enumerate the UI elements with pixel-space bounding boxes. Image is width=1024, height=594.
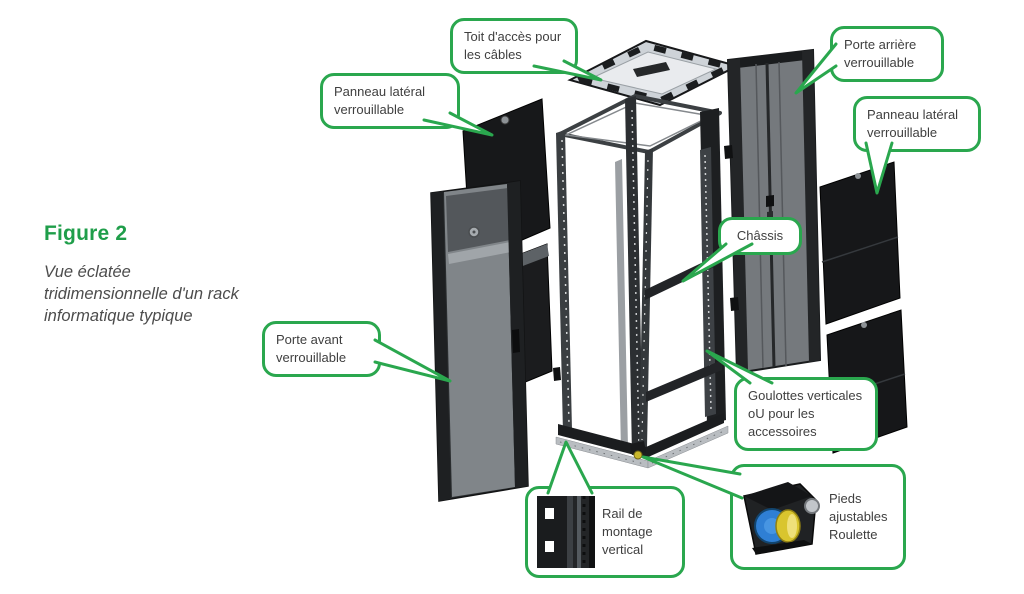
callout-side-panel-right: Panneau latéral verrouillable xyxy=(853,96,981,152)
side-panel-right-upper xyxy=(819,161,901,325)
callout-roof-access-label: Toit d'accès pour les câbles xyxy=(464,29,562,62)
callout-feet-caster: Pieds ajustables Roulette xyxy=(730,464,906,570)
callout-front-door-label: Porte avant verrouillable xyxy=(276,332,347,365)
callout-raceways: Goulottes verticales oU pour les accesso… xyxy=(734,377,878,451)
callout-roof-access: Toit d'accès pour les câbles xyxy=(450,18,578,74)
callout-mounting-rail-label: Rail de montage vertical xyxy=(602,506,653,557)
figure-title: Figure 2 xyxy=(44,222,128,245)
callout-front-door: Porte avant verrouillable xyxy=(262,321,381,377)
callout-chassis: Châssis xyxy=(718,217,802,255)
front-door-panel xyxy=(430,180,529,502)
callout-side-panel-left-label: Panneau latéral verrouillable xyxy=(334,84,426,117)
callout-side-panel-left: Panneau latéral verrouillable xyxy=(320,73,460,129)
rail-thumbnail-image xyxy=(537,496,595,568)
chassis-frame xyxy=(553,94,729,469)
caster-on-frame xyxy=(630,441,646,460)
callout-rear-door-label: Porte arrière verrouillable xyxy=(844,37,917,70)
callout-side-panel-right-label: Panneau latéral verrouillable xyxy=(867,107,959,140)
callout-mounting-rail: Rail de montage vertical xyxy=(525,486,685,578)
callout-rear-door: Porte arrière verrouillable xyxy=(830,26,944,82)
roof-cable-access-panel xyxy=(567,39,740,107)
rear-door-panel xyxy=(724,48,822,375)
figure-caption: Vue éclatée tridimensionnelle d'un rack … xyxy=(44,263,239,325)
callout-raceways-label: Goulottes verticales oU pour les accesso… xyxy=(748,388,863,439)
caster-thumbnail-image xyxy=(742,474,822,560)
callout-chassis-label: Châssis xyxy=(736,228,784,243)
callout-feet-caster-label: Pieds ajustables Roulette xyxy=(829,491,888,542)
